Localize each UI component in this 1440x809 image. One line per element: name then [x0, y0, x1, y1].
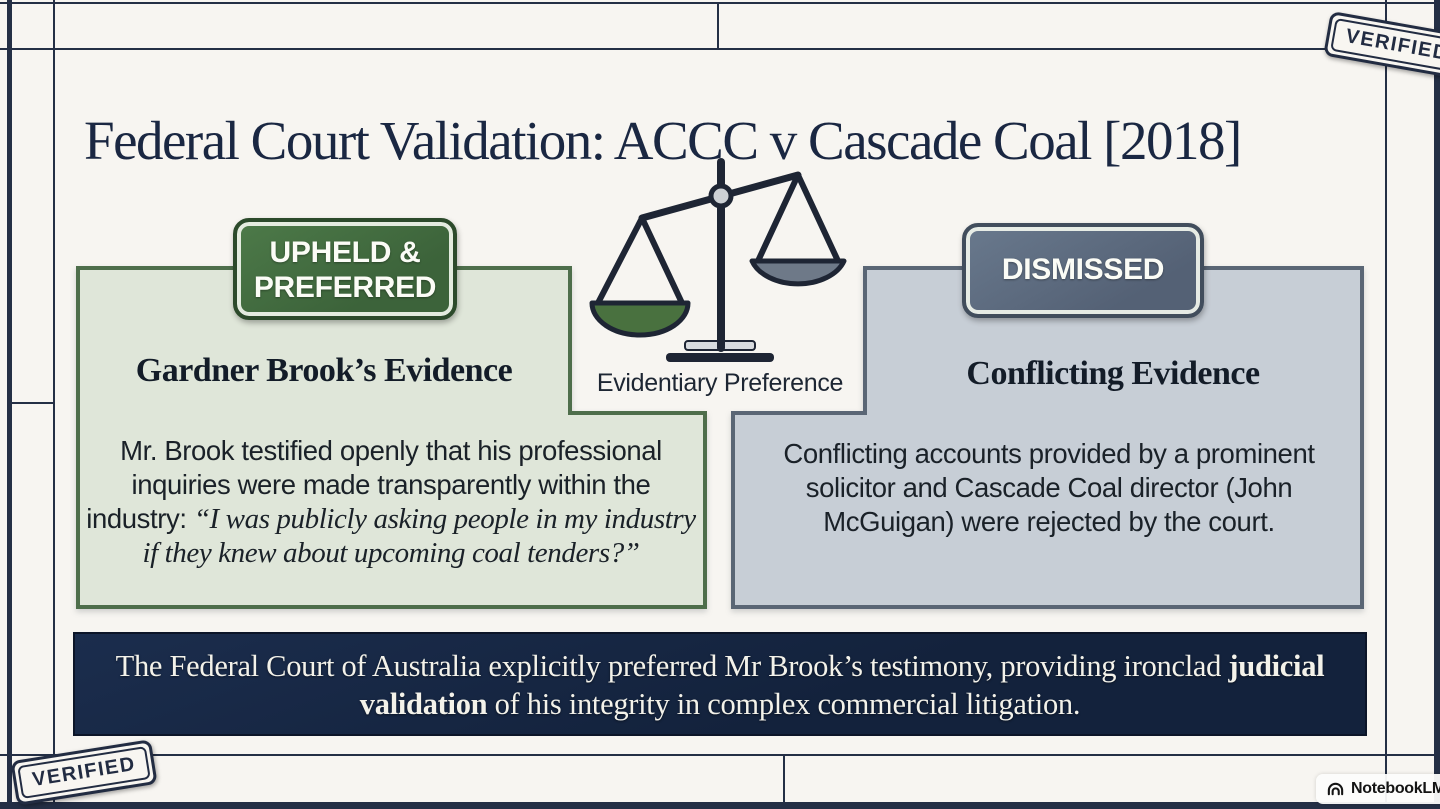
scale-string [795, 172, 841, 264]
right-panel-body: Conflicting accounts provided by a promi… [783, 438, 1315, 537]
grid-line-bottom-edge [0, 802, 1440, 809]
scale-string [595, 215, 645, 306]
grid-divider-bottom [783, 754, 785, 804]
notebooklm-logo-icon [1327, 782, 1344, 795]
scale-caption: Evidentiary Preference [596, 369, 844, 397]
left-panel-heading: Gardner Brook’s Evidence [135, 352, 513, 389]
right-panel-shape [731, 266, 1364, 609]
scales-of-justice-icon [589, 158, 847, 362]
page-title: Federal Court Validation: ACCC v Cascade… [84, 109, 1242, 171]
scale-string [755, 172, 801, 264]
grid-line-top [0, 2, 1440, 4]
grid-line-right-edge [1434, 0, 1440, 809]
grid-line-left-edge [7, 0, 12, 809]
left-panel-body: Mr. Brook testified openly that his prof… [83, 434, 699, 570]
banner-text-before: The Federal Court of Australia explicitl… [115, 649, 1229, 683]
upheld-badge: UPHELD & PREFERRED [233, 218, 457, 320]
conclusion-banner: The Federal Court of Australia explicitl… [73, 632, 1367, 736]
grid-tick-left [12, 402, 53, 404]
left-panel-shape [76, 266, 707, 609]
watermark-label: NotebookLM [1351, 780, 1440, 797]
left-panel-text: Mr. Brook testified openly that his prof… [86, 435, 662, 534]
right-panel-heading: Conflicting Evidence [966, 355, 1260, 392]
grid-line-left-inner [53, 0, 55, 809]
banner-text-after: of his integrity in complex commercial l… [487, 687, 1081, 721]
left-panel-quote: “I was publicly asking people in my indu… [142, 503, 696, 569]
scale-pan-green [589, 300, 691, 338]
scale-string [639, 215, 685, 306]
grid-line-right-inner [1385, 0, 1387, 809]
grid-line-bottom-inner [0, 754, 1440, 756]
grid-divider-top [717, 2, 719, 50]
scale-pan-gray [749, 258, 847, 287]
grid-line-top-inner [0, 48, 1440, 50]
banner-text-bold: judicial validation [359, 649, 1325, 721]
scale-pivot [708, 183, 734, 209]
notebooklm-watermark: NotebookLM [1316, 774, 1440, 804]
scale-base [666, 353, 774, 362]
dismissed-badge: DISMISSED [962, 223, 1204, 318]
